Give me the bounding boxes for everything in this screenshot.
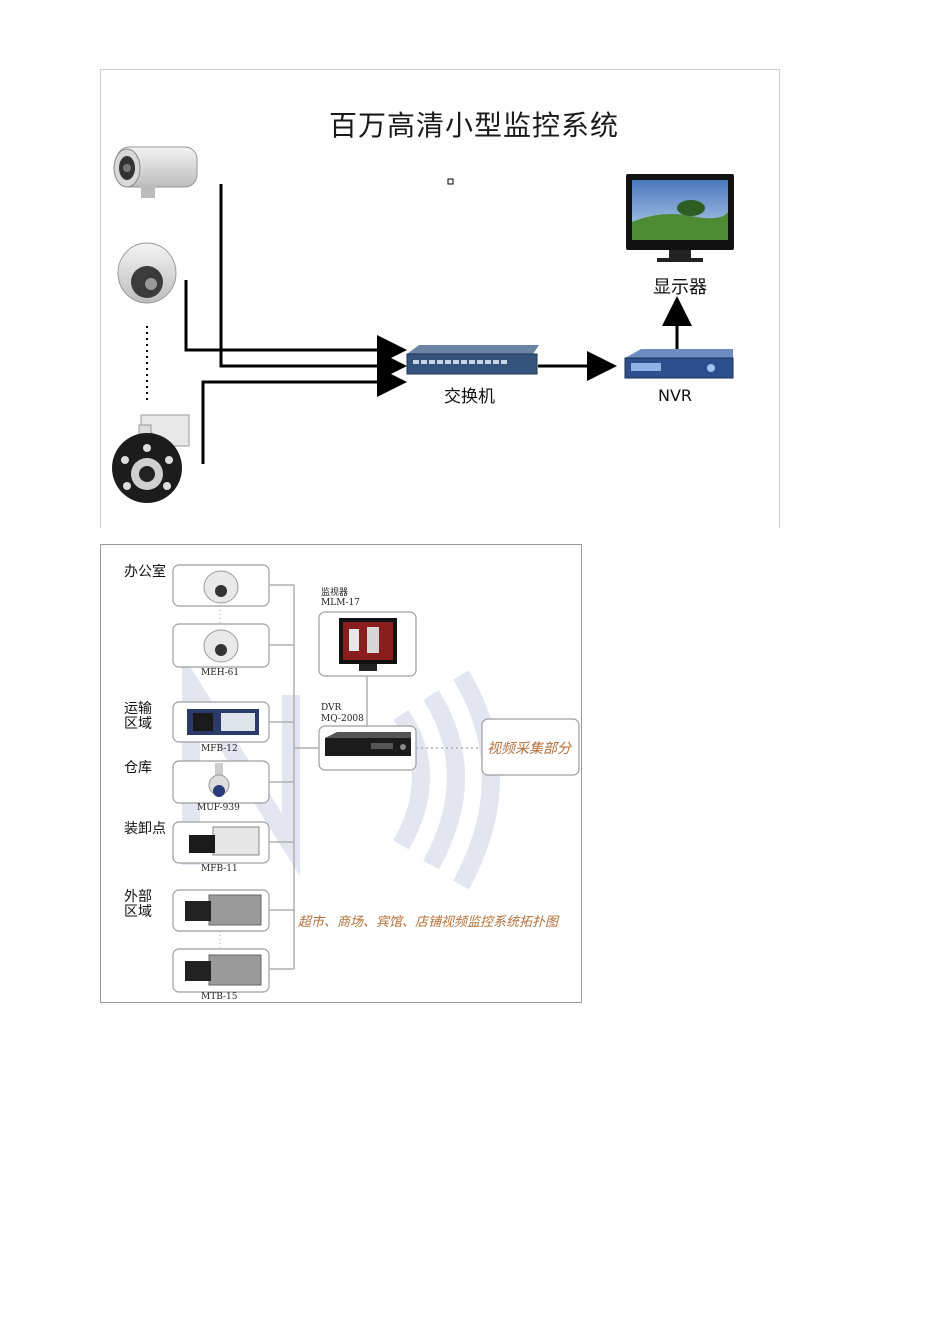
model-label: MTB-15	[201, 992, 238, 1002]
group-warehouse: 仓库	[124, 761, 152, 776]
dome-camera-icon	[204, 630, 238, 662]
model-label: MUF-939	[197, 803, 240, 813]
switch-label: 交换机	[444, 382, 495, 407]
model-label: MFB-11	[201, 864, 238, 874]
model-label: MFB-12	[201, 744, 238, 754]
nvr-device-icon	[625, 349, 733, 378]
monitor-label: 显示器	[653, 273, 707, 299]
hd-surveillance-diagram: 百万高清小型监控系统 交换机 NVR 显示器	[100, 69, 780, 528]
small-square-marker	[448, 179, 453, 184]
ptz-camera-link	[203, 382, 401, 464]
diagram-title: 百万高清小型监控系统	[329, 104, 619, 144]
monitor-caption: 监视器 MLM-17	[321, 588, 360, 608]
nvr-label: NVR	[658, 386, 692, 405]
network-switch-icon	[407, 345, 539, 374]
topology-caption: 超市、商场、宾馆、店铺视频监控系统拓扑图	[298, 911, 558, 930]
group-transport: 运输 区域	[124, 702, 152, 732]
topology-graphics	[101, 545, 581, 1002]
group-loading: 装卸点	[124, 822, 166, 837]
dome-camera-icon	[118, 243, 176, 303]
ptz-camera-icon	[112, 415, 189, 503]
capture-label: 视频采集部分	[487, 738, 571, 758]
bullet-camera-icon	[114, 147, 197, 198]
dome-camera-icon	[204, 571, 238, 603]
bullet-camera-link	[221, 184, 401, 366]
dome-camera-link	[186, 280, 401, 350]
group-external: 外部 区域	[124, 890, 152, 920]
dvr-caption: DVR MQ-2008	[321, 703, 364, 725]
box-camera-icon	[187, 709, 259, 735]
group-office: 办公室	[124, 565, 166, 580]
dvr-device-icon	[325, 732, 411, 756]
monitor-icon	[339, 618, 397, 671]
store-surveillance-topology: 办公室 运输 区域 仓库 装卸点 外部 区域 MEH-61 MFB-12 MUF…	[100, 544, 582, 1003]
display-monitor-icon	[626, 174, 734, 262]
model-label: MEH-61	[201, 668, 239, 678]
